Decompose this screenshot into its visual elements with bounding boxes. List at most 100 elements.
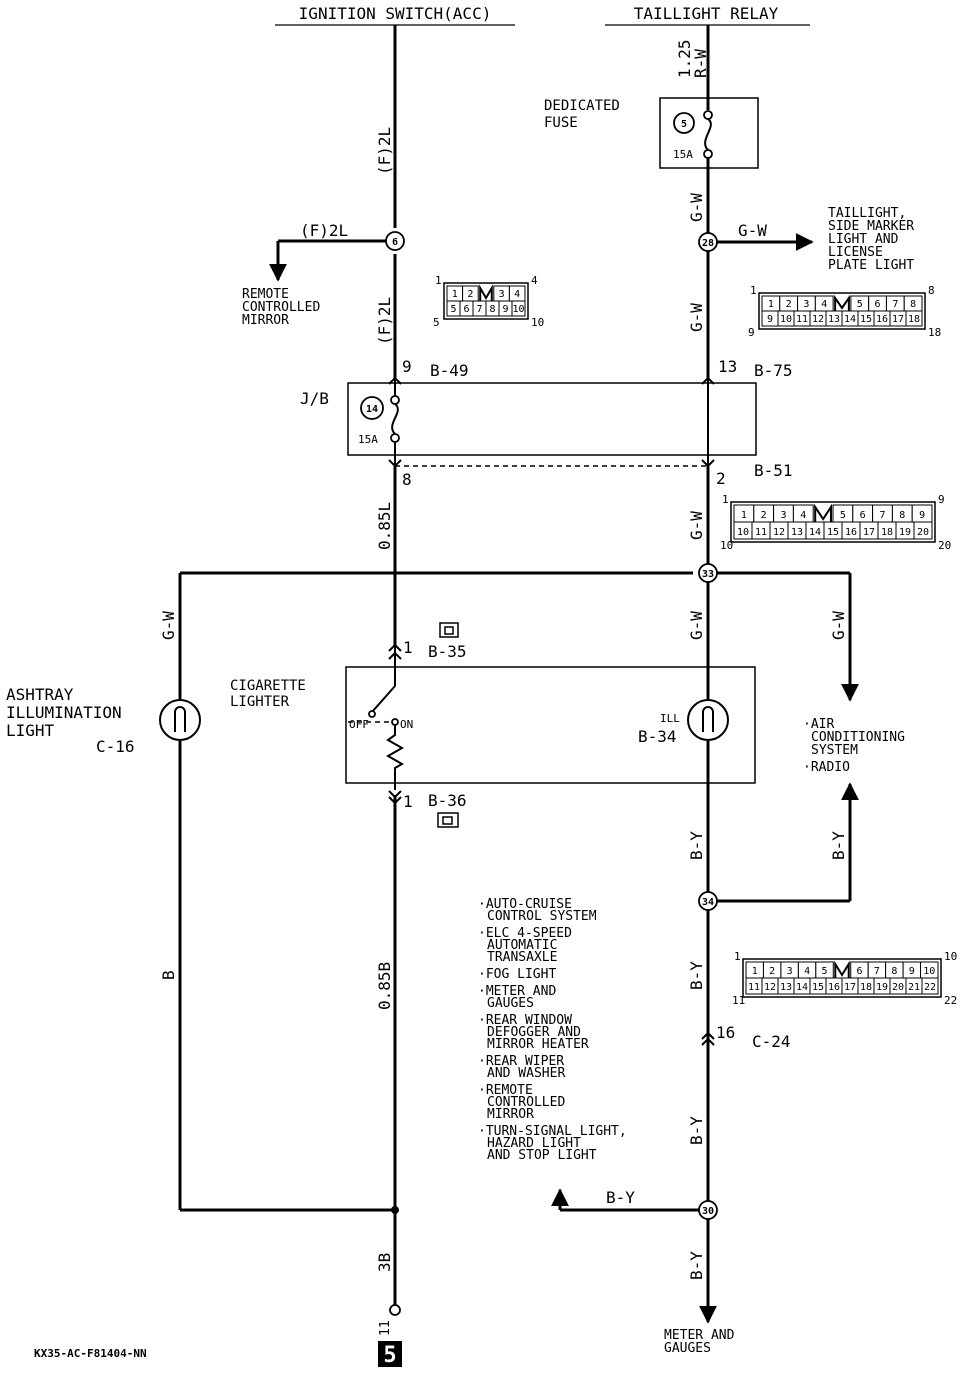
diagram-code: KX35-AC-F81404-NN <box>34 1347 147 1360</box>
pinout-corner-number: 9 <box>748 326 755 339</box>
conn-b36: B-36 <box>428 791 467 810</box>
destination-meter: METER AND GAUGES <box>664 1328 735 1356</box>
pinout-corner-number: 8 <box>928 284 935 297</box>
wire-f2l-branch: (F)2L <box>300 221 348 240</box>
jb-fuse-number: 14 <box>366 404 378 415</box>
ill-label: ILL <box>660 712 680 725</box>
pin-cell: 2 <box>467 289 473 300</box>
dedicated-fuse-label-2: FUSE <box>544 115 578 131</box>
b36-connector-icon <box>437 812 459 828</box>
right-wires <box>551 25 859 1324</box>
ground-terminal: 11 <box>378 1304 401 1336</box>
pin-cell: 3 <box>803 299 809 310</box>
pin-cell: 7 <box>476 304 482 315</box>
b34-label: B-34 <box>638 727 677 746</box>
dest-ac-2: CONDITIONING <box>811 730 905 745</box>
page-number: 5 <box>383 1343 396 1368</box>
pin-cell: 7 <box>879 510 885 521</box>
wire-gw-left: G-W <box>159 611 178 640</box>
wire-gw-out: G-W <box>738 221 767 240</box>
pin-cell: 19 <box>899 527 911 538</box>
pin-cell: 8 <box>489 304 495 315</box>
pin-b35: 1 <box>403 638 413 657</box>
dest-list-item-2-line-0: ·FOG LIGHT <box>478 967 556 982</box>
pin-cell: 10 <box>780 314 792 325</box>
dest-list-item-5-line-1: AND WASHER <box>487 1066 565 1081</box>
pin-cell: 6 <box>860 510 866 521</box>
pinout-corner-number: 22 <box>944 994 957 1007</box>
dest-taillight-1: TAILLIGHT, <box>828 206 906 221</box>
ashtray-illumination-light: ASHTRAY ILLUMINATION LIGHT C-16 <box>6 685 201 756</box>
header-ignition: IGNITION SWITCH(ACC) <box>275 4 515 26</box>
pin-cell: 13 <box>780 982 792 993</box>
pin-cell: 14 <box>809 527 821 538</box>
dest-list-item-4-line-1: DEFOGGER AND <box>487 1025 581 1040</box>
pin-cell: 18 <box>908 314 920 325</box>
wire-gw-3: G-W <box>687 511 706 540</box>
conn-b75: B-75 <box>754 361 793 380</box>
pin-cell: 4 <box>800 510 806 521</box>
pin-b36: 1 <box>403 792 413 811</box>
pin-cell: 7 <box>874 966 880 977</box>
pin-cell: 5 <box>857 299 863 310</box>
conn-b35: B-35 <box>428 642 467 661</box>
dest-taillight-5: PLATE LIGHT <box>828 258 914 273</box>
wire-by-right: B-Y <box>829 831 848 860</box>
pin-cell: 18 <box>881 527 893 538</box>
wire-f2l-top: (F)2L <box>375 127 394 175</box>
pin-cell: 1 <box>741 510 747 521</box>
dest-list-item-4-line-2: MIRROR HEATER <box>487 1037 589 1052</box>
splice-nodes: 6 28 33 34 30 <box>385 231 718 1220</box>
pinout-corner-number: 1 <box>722 493 729 506</box>
destination-ac-radio: ·AIR CONDITIONING SYSTEM ·RADIO <box>803 717 905 775</box>
header-taillight: TAILLIGHT RELAY <box>605 4 810 26</box>
pin-cell: 3 <box>787 966 793 977</box>
pin-cell: 1 <box>768 299 774 310</box>
dest-list-item-7-line-2: AND STOP LIGHT <box>487 1148 597 1163</box>
pin-cell: 4 <box>514 289 520 300</box>
pinout-corner-number: 10 <box>531 316 544 329</box>
pin-cell: 11 <box>755 527 767 538</box>
pin-cell: 7 <box>892 299 898 310</box>
pin-cell: 11 <box>796 314 808 325</box>
destination-taillight: TAILLIGHT, SIDE MARKER LIGHT AND LICENSE… <box>828 206 914 273</box>
pinout-corner-number: 11 <box>732 994 745 1007</box>
pinout-corner-number: 5 <box>433 316 440 329</box>
wire-by-4: B-Y <box>687 1251 706 1280</box>
pin-cell: 15 <box>827 527 839 538</box>
node-6: 6 <box>392 237 398 248</box>
dest-list-item-6-line-2: MIRROR <box>487 1107 534 1122</box>
pinout-corner-number: 1 <box>734 950 741 963</box>
pinout-corner-number: 1 <box>750 284 757 297</box>
pin-cell: 10 <box>923 966 935 977</box>
pinout-corner-number: 9 <box>938 493 945 506</box>
pin-cell: 3 <box>499 289 505 300</box>
dest-mirror-3: MIRROR <box>242 313 289 328</box>
pin-cell: 19 <box>876 982 888 993</box>
pin-cell: 6 <box>856 966 862 977</box>
wire-gw-right: G-W <box>829 611 848 640</box>
pin-cell: 5 <box>822 966 828 977</box>
pin-cell: 10 <box>512 304 524 315</box>
pin-cell: 16 <box>828 982 840 993</box>
pin-cell: 10 <box>737 527 749 538</box>
pin-cell: 16 <box>876 314 888 325</box>
pin-cell: 3 <box>780 510 786 521</box>
dest-ac-3: SYSTEM <box>811 743 858 758</box>
pin-cell: 11 <box>748 982 760 993</box>
pin-cell: 6 <box>463 304 469 315</box>
pin-jb-8: 8 <box>402 470 412 489</box>
pin-cell: 14 <box>796 982 808 993</box>
switch-off-label: OFF <box>349 718 369 731</box>
pin-cell: 20 <box>917 527 929 538</box>
jb-fuse-amp: 15A <box>358 433 378 446</box>
wire-gw-1: G-W <box>687 193 706 222</box>
pinout-corner-number: 1 <box>435 274 442 287</box>
wire-by-1: B-Y <box>687 831 706 860</box>
pin-cell: 8 <box>899 510 905 521</box>
dest-taillight-3: LIGHT AND <box>828 232 899 247</box>
pin-cell: 20 <box>892 982 904 993</box>
wire-rw-color: R-W <box>691 49 710 78</box>
